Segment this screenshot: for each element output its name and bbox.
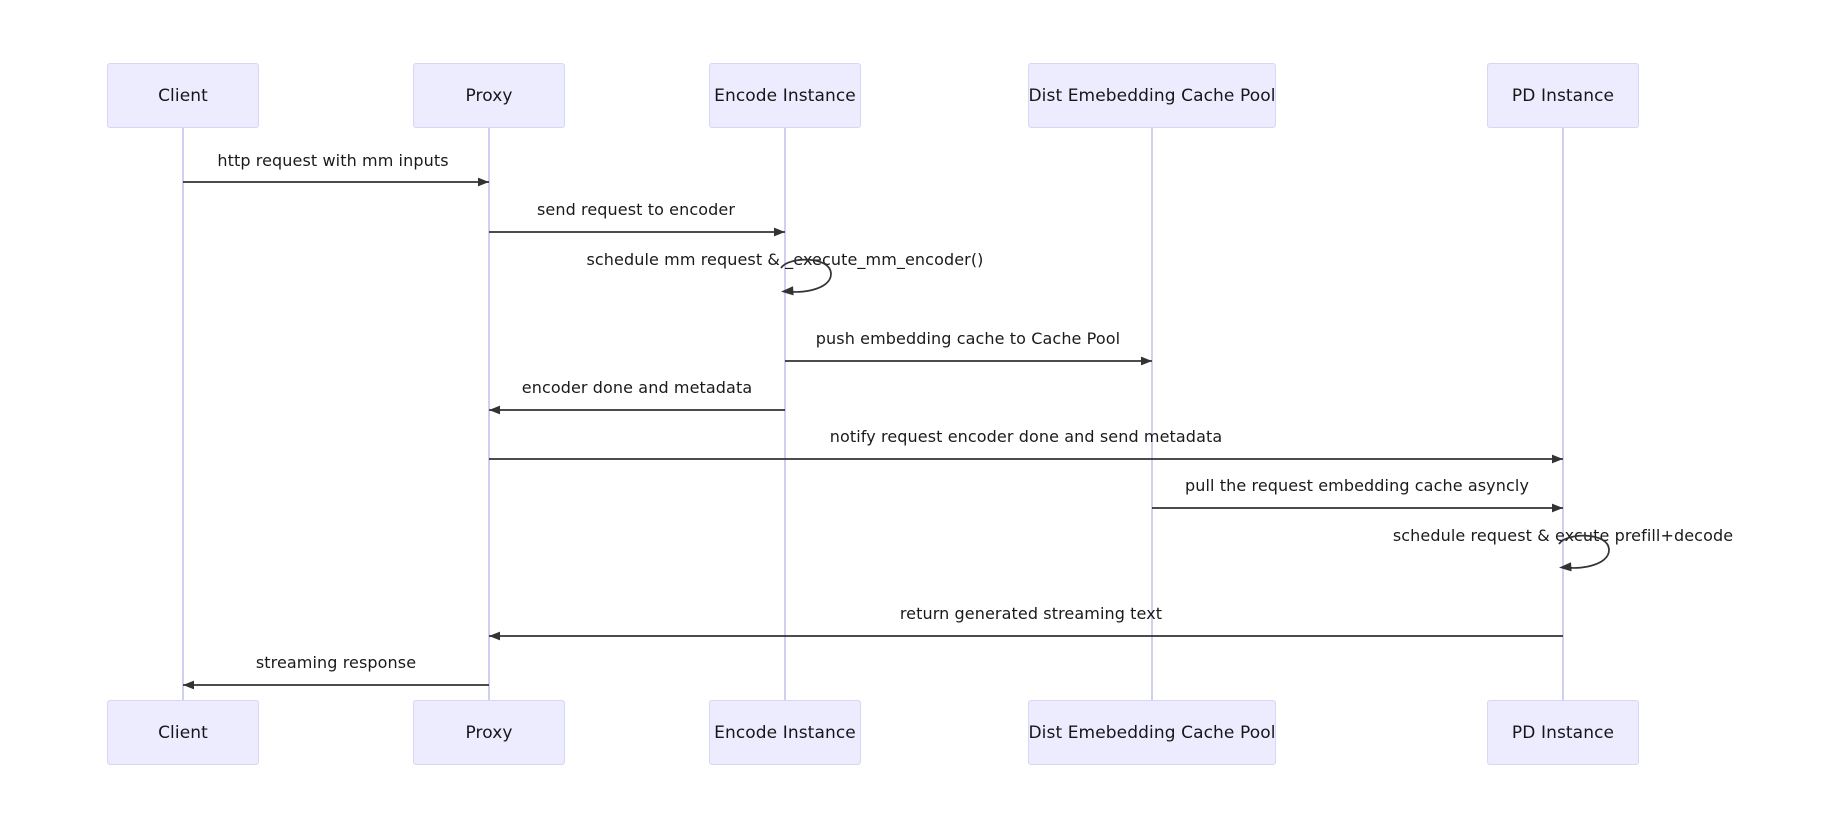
message-arrow-return-generated-streaming-text xyxy=(489,629,1563,643)
actor-label-proxy: Proxy xyxy=(465,85,513,106)
actor-label-encode: Encode Instance xyxy=(714,85,856,106)
self-message-schedule-request-excute-prefill-decode xyxy=(1557,534,1627,582)
actor-box-proxy-bottom[interactable]: Proxy xyxy=(413,700,565,765)
actor-label-proxy: Proxy xyxy=(465,722,513,743)
lifeline-client xyxy=(182,128,184,700)
self-message-schedule-mm-request-execute-mm-encoder xyxy=(779,258,849,306)
lifeline-proxy xyxy=(488,128,490,700)
message-arrow-send-request-to-encoder xyxy=(489,225,785,239)
message-arrow-http-request-with-mm-inputs xyxy=(183,175,489,189)
actor-box-cache_pool-top[interactable]: Dist Emebedding Cache Pool xyxy=(1028,63,1276,128)
actor-box-encode-bottom[interactable]: Encode Instance xyxy=(709,700,861,765)
message-label-streaming-response: streaming response xyxy=(255,653,417,672)
message-arrow-encoder-done-and-metadata xyxy=(489,403,785,417)
lifeline-encode xyxy=(784,128,786,700)
actor-box-pd-top[interactable]: PD Instance xyxy=(1487,63,1639,128)
message-label-notify-request-encoder-done-and-send-metadat: notify request encoder done and send met… xyxy=(829,427,1223,446)
message-label-send-request-to-encoder: send request to encoder xyxy=(536,200,736,219)
message-label-schedule-mm-request-execute-mm-encoder: schedule mm request & _execute_mm_encode… xyxy=(586,250,984,269)
actor-box-client-bottom[interactable]: Client xyxy=(107,700,259,765)
actor-box-pd-bottom[interactable]: PD Instance xyxy=(1487,700,1639,765)
actor-label-pd: PD Instance xyxy=(1511,722,1615,743)
lifeline-cache_pool xyxy=(1151,128,1153,700)
message-arrow-streaming-response xyxy=(183,678,489,692)
actor-box-cache_pool-bottom[interactable]: Dist Emebedding Cache Pool xyxy=(1028,700,1276,765)
message-arrow-push-embedding-cache-to-cache-pool xyxy=(785,354,1152,368)
message-label-http-request-with-mm-inputs: http request with mm inputs xyxy=(217,151,449,170)
actor-label-client: Client xyxy=(158,722,208,743)
message-label-schedule-request-excute-prefill-decode: schedule request & excute prefill+decode xyxy=(1392,526,1734,545)
actor-box-proxy-top[interactable]: Proxy xyxy=(413,63,565,128)
actor-label-cache_pool: Dist Emebedding Cache Pool xyxy=(1028,722,1276,743)
actor-box-client-top[interactable]: Client xyxy=(107,63,259,128)
actor-label-pd: PD Instance xyxy=(1511,85,1615,106)
message-label-encoder-done-and-metadata: encoder done and metadata xyxy=(521,378,753,397)
actor-label-client: Client xyxy=(158,85,208,106)
message-arrow-pull-the-request-embedding-cache-asyncly xyxy=(1152,501,1563,515)
lifeline-pd xyxy=(1562,128,1564,700)
actor-label-cache_pool: Dist Emebedding Cache Pool xyxy=(1028,85,1276,106)
message-label-push-embedding-cache-to-cache-pool: push embedding cache to Cache Pool xyxy=(815,329,1121,348)
actor-box-encode-top[interactable]: Encode Instance xyxy=(709,63,861,128)
message-label-return-generated-streaming-text: return generated streaming text xyxy=(899,604,1163,623)
actor-label-encode: Encode Instance xyxy=(714,722,856,743)
message-label-pull-the-request-embedding-cache-asyncly: pull the request embedding cache asyncly xyxy=(1184,476,1530,495)
message-arrow-notify-request-encoder-done-and-send-metadat xyxy=(489,452,1563,466)
